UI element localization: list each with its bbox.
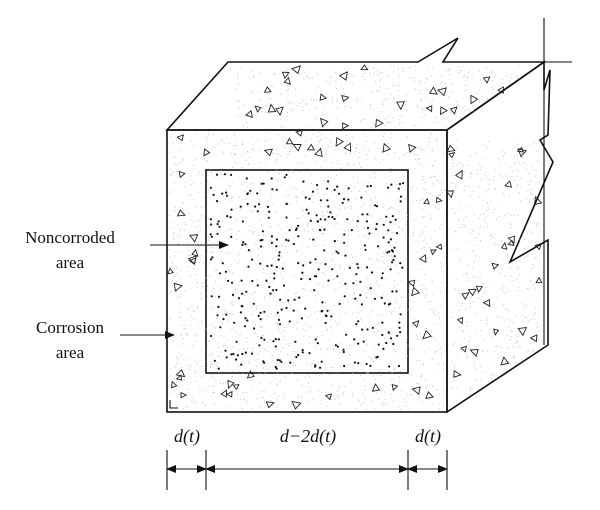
cube-top-face (165, 37, 547, 131)
noncorroded-core (205, 169, 409, 374)
concrete-texture (167, 64, 543, 411)
noncorroded-label-2: area (56, 253, 85, 272)
noncorroded-label: Noncorroded (25, 228, 115, 247)
dim-right-label: d(t) (415, 426, 441, 447)
dim-middle-label: d−2d(t) (280, 426, 336, 447)
corner-mark (169, 400, 178, 409)
corrosion-label: Corrosion (36, 318, 105, 337)
cube (165, 37, 554, 414)
cut-lines (228, 18, 572, 345)
corrosion-label-2: area (56, 343, 85, 362)
dimension-line (166, 450, 448, 490)
cube-front-face (166, 129, 448, 413)
dim-left-label: d(t) (174, 426, 200, 447)
cube-right-face (446, 60, 554, 414)
